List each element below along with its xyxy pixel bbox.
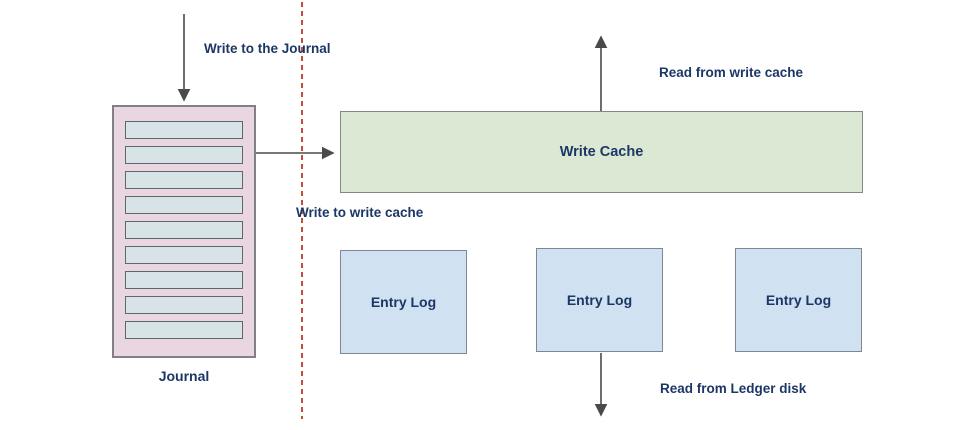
entry-log-label: Entry Log	[370, 294, 437, 310]
read-from-ledger-disk-label: Read from Ledger disk	[660, 381, 807, 396]
write-cache-label: Write Cache	[559, 144, 644, 160]
write-to-write-cache-label: Write to write cache	[296, 205, 424, 220]
journal-slat	[125, 121, 243, 139]
write-cache-node: Write Cache	[340, 111, 863, 193]
journal-slat	[125, 246, 243, 264]
write-to-journal-label: Write to the Journal	[204, 41, 331, 56]
journal-slat	[125, 221, 243, 239]
journal-slat	[125, 296, 243, 314]
entry-log-node-3: Entry Log	[735, 248, 862, 352]
entry-log-node-1: Entry Log	[340, 250, 467, 354]
journal-slat	[125, 271, 243, 289]
entry-log-label: Entry Log	[765, 292, 832, 308]
entry-log-label: Entry Log	[566, 292, 633, 308]
journal-slat	[125, 196, 243, 214]
entry-log-node-2: Entry Log	[536, 248, 663, 352]
journal-slat	[125, 171, 243, 189]
journal-label: Journal	[158, 368, 210, 384]
journal-slat	[125, 321, 243, 339]
journal-slat	[125, 146, 243, 164]
journal-node	[112, 105, 256, 358]
read-from-write-cache-label: Read from write cache	[659, 65, 804, 80]
